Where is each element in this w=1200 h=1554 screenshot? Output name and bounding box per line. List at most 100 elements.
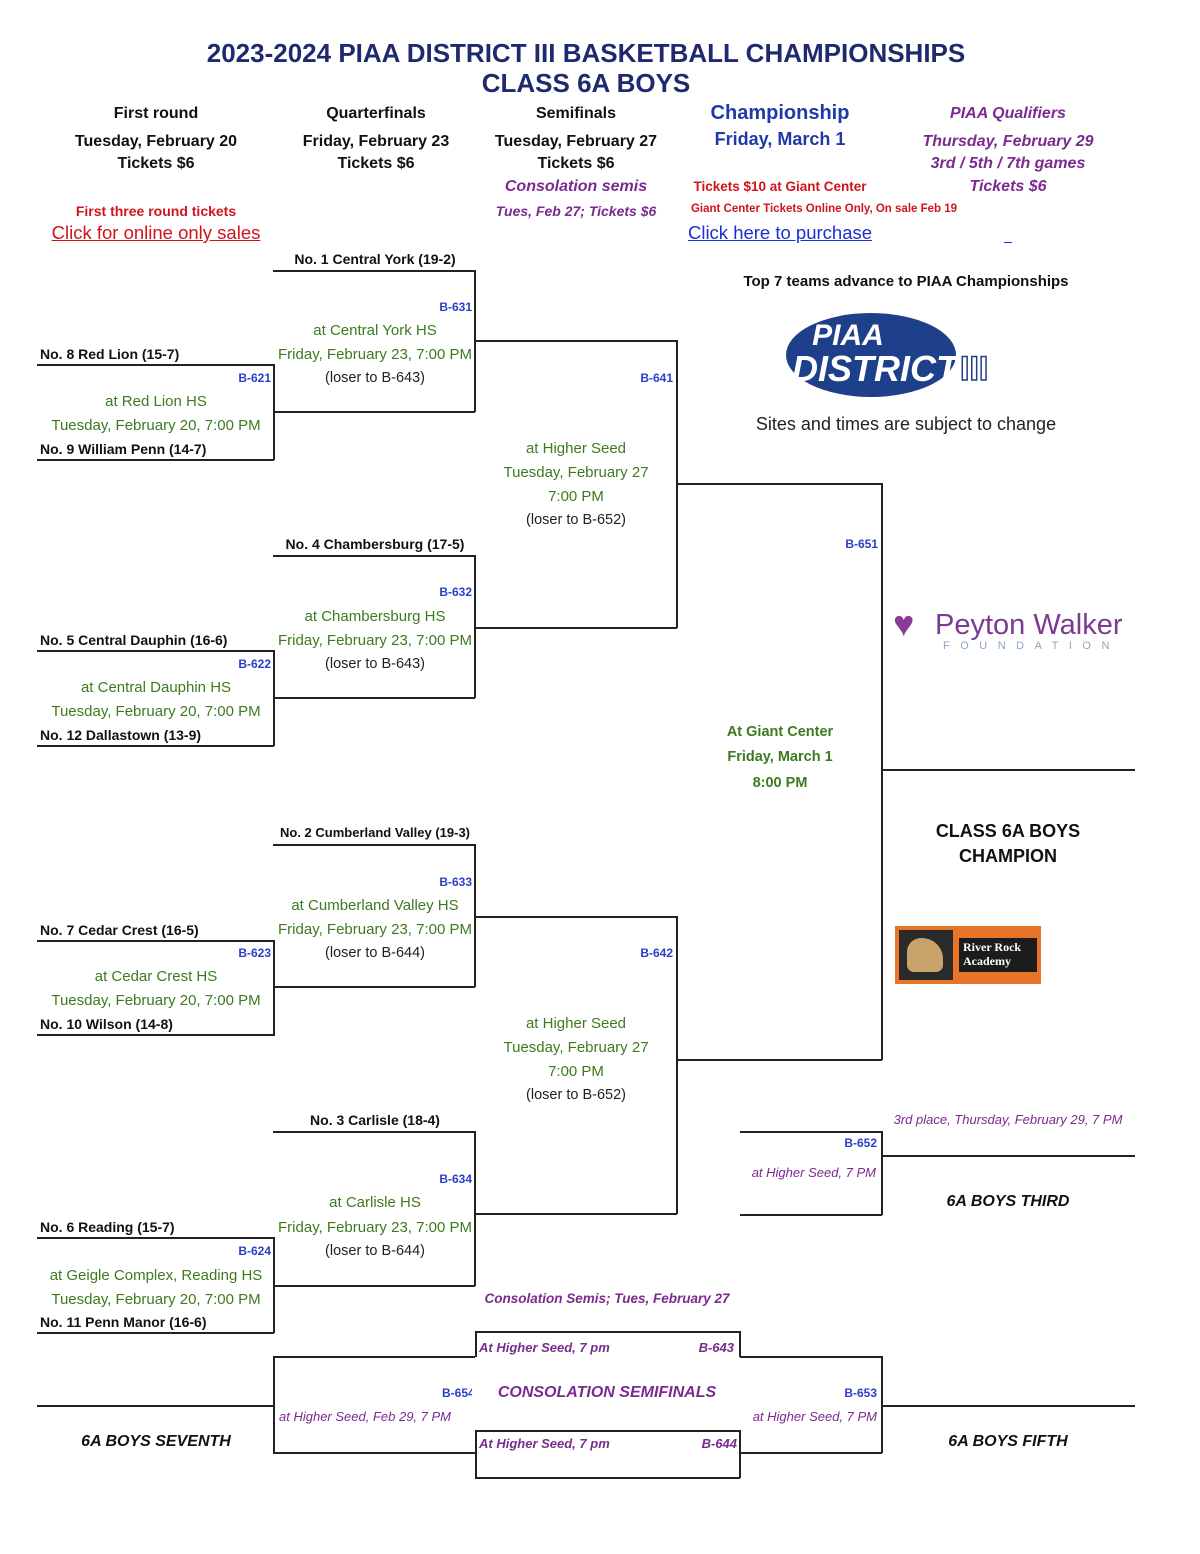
bracket-line bbox=[273, 1356, 475, 1358]
bracket-line bbox=[273, 1356, 275, 1453]
quarterfinal-3-loser: (loser to B-644) bbox=[325, 945, 425, 961]
first-round-2-code: B-622 bbox=[238, 657, 271, 671]
piaa-qualifiers-date: Thursday, February 29 bbox=[922, 133, 1094, 150]
semifinals-date: Tuesday, February 27 bbox=[494, 133, 658, 150]
championship-date: Friday, March 1 bbox=[714, 129, 846, 149]
first-round-2-bottom-team: No. 12 Dallastown (13-9) bbox=[40, 727, 202, 743]
consolation-643-code: B-643 bbox=[698, 1340, 734, 1355]
semifinal-1-date: Tuesday, February 27 bbox=[503, 464, 649, 481]
quarterfinal-2-code: B-632 bbox=[439, 585, 472, 599]
consolation-semis-detail: Tues, Feb 27; Tickets $6 bbox=[495, 203, 657, 219]
first-round-1-bottom-team: No. 9 William Penn (14-7) bbox=[40, 441, 207, 457]
champion-line bbox=[881, 769, 1135, 771]
bracket-line bbox=[474, 627, 677, 629]
first-round-3-top-team: No. 7 Cedar Crest (16-5) bbox=[40, 922, 199, 938]
piaa-district-logo: PIAA DISTRICT bbox=[786, 313, 958, 397]
semifinal-1-code: B-641 bbox=[640, 371, 673, 385]
semifinal-2-time: 7:00 PM bbox=[548, 1063, 604, 1080]
semifinals-header: Semifinals bbox=[535, 105, 617, 122]
first-round-4-time: Tuesday, February 20, 7:00 PM bbox=[51, 1291, 261, 1308]
bracket-line bbox=[740, 1356, 882, 1358]
bracket-line bbox=[881, 483, 883, 1060]
bracket-line bbox=[881, 1356, 883, 1453]
quarterfinal-2-time: Friday, February 23, 7:00 PM bbox=[278, 632, 472, 649]
first-round-4-bottom-team: No. 11 Penn Manor (16-6) bbox=[40, 1314, 207, 1330]
semifinal-1-loser: (loser to B-652) bbox=[526, 512, 626, 528]
fifth-place-label: 6A BOYS FIFTH bbox=[948, 1433, 1068, 1450]
bracket-line bbox=[474, 844, 476, 987]
subject-to-change: Sites and times are subject to change bbox=[755, 414, 1057, 434]
seventh-place-site: at Higher Seed, Feb 29, 7 PM bbox=[279, 1409, 451, 1424]
champion-label-2: CHAMPION bbox=[959, 846, 1057, 866]
quarterfinal-1-loser: (loser to B-643) bbox=[325, 370, 425, 386]
quarterfinal-3-seed: No. 2 Cumberland Valley (19-3) bbox=[279, 825, 471, 840]
quarterfinal-2-loser: (loser to B-643) bbox=[325, 656, 425, 672]
champion-label-1: CLASS 6A BOYS bbox=[935, 821, 1081, 841]
first-round-1-code: B-621 bbox=[238, 371, 271, 385]
first-round-4-top-team: No. 6 Reading (15-7) bbox=[40, 1219, 175, 1235]
bracket-line bbox=[37, 1237, 274, 1239]
third-place-label: 6A BOYS THIRD bbox=[946, 1193, 1070, 1210]
giant-center-online: Giant Center Tickets Online Only, On sal… bbox=[690, 203, 958, 215]
quarterfinals-date: Friday, February 23 bbox=[302, 133, 450, 150]
bracket-line bbox=[37, 940, 274, 942]
bracket-line bbox=[474, 1131, 476, 1286]
bracket-line bbox=[474, 340, 677, 342]
logo-text-district: DISTRICT bbox=[792, 348, 958, 389]
river-rock-line1: River Rock bbox=[963, 940, 1022, 954]
quarterfinals-header: Quarterfinals bbox=[326, 105, 426, 122]
bracket-line bbox=[37, 650, 274, 652]
third-place-code: B-652 bbox=[844, 1136, 877, 1150]
quarterfinal-4-time: Friday, February 23, 7:00 PM bbox=[278, 1219, 472, 1236]
final-time: 8:00 PM bbox=[752, 775, 808, 791]
first-round-1-top-team: No. 8 Red Lion (15-7) bbox=[40, 346, 180, 362]
seventh-place-line bbox=[37, 1405, 274, 1407]
first-round-4-code: B-624 bbox=[238, 1244, 271, 1258]
bracket-line bbox=[37, 745, 274, 747]
river-rock-line2: Academy bbox=[963, 954, 1011, 968]
bracket-line bbox=[273, 411, 475, 413]
fifth-place-line bbox=[881, 1405, 1135, 1407]
quarterfinal-2-site: at Chambersburg HS bbox=[304, 608, 446, 625]
consolation-644-site: At Higher Seed, 7 pm bbox=[479, 1436, 610, 1451]
third-place-site: at Higher Seed, 7 PM bbox=[751, 1165, 876, 1180]
first-three-round-tickets: First three round tickets bbox=[75, 203, 237, 219]
quarterfinal-1-site: at Central York HS bbox=[313, 322, 437, 339]
first-round-tickets: Tickets $6 bbox=[117, 155, 195, 172]
piaa-qualifiers-games: 3rd / 5th / 7th games bbox=[930, 155, 1086, 172]
bracket-line bbox=[676, 483, 882, 485]
championship-header: Championship bbox=[710, 102, 850, 124]
fifth-place-site: at Higher Seed, 7 PM bbox=[752, 1409, 877, 1424]
bracket-line bbox=[273, 270, 475, 272]
bracket-line bbox=[475, 1430, 477, 1478]
third-place-header: 3rd place, Thursday, February 29, 7 PM bbox=[893, 1112, 1123, 1127]
bracket-line bbox=[273, 940, 275, 1036]
bracket-line bbox=[881, 1131, 883, 1215]
purchase-link[interactable]: Click here to purchase bbox=[687, 222, 873, 243]
quarterfinal-4-loser: (loser to B-644) bbox=[325, 1243, 425, 1259]
peyton-walker-logo-sub: FOUNDATION bbox=[943, 640, 1120, 652]
rock-icon bbox=[899, 930, 953, 980]
semifinals-tickets: Tickets $6 bbox=[537, 155, 615, 172]
bracket-line bbox=[475, 1331, 740, 1333]
quarterfinal-3-code: B-633 bbox=[439, 875, 472, 889]
first-round-1-site: at Red Lion HS bbox=[105, 393, 207, 410]
semifinal-2-code: B-642 bbox=[640, 946, 673, 960]
semifinal-1-site: at Higher Seed bbox=[525, 440, 627, 457]
first-round-2-site: at Central Dauphin HS bbox=[80, 679, 232, 696]
heart-icon: ♥ bbox=[893, 603, 915, 644]
final-code: B-651 bbox=[845, 537, 878, 551]
first-round-1-time: Tuesday, February 20, 7:00 PM bbox=[51, 417, 261, 434]
consolation-semifinals-label: CONSOLATION SEMIFINALS bbox=[497, 1384, 717, 1401]
quarterfinal-4-code: B-634 bbox=[439, 1172, 472, 1186]
final-date: Friday, March 1 bbox=[727, 749, 833, 765]
seventh-place-label: 6A BOYS SEVENTH bbox=[81, 1433, 231, 1450]
bracket-line bbox=[676, 916, 678, 1214]
online-sales-link[interactable]: Click for online only sales bbox=[51, 222, 261, 243]
first-round-date: Tuesday, February 20 bbox=[74, 133, 238, 150]
bracket-line bbox=[740, 1214, 882, 1216]
consolation-header: Consolation Semis; Tues, February 27 bbox=[484, 1291, 730, 1306]
quarterfinal-2-seed: No. 4 Chambersburg (17-5) bbox=[285, 536, 465, 552]
final-site: At Giant Center bbox=[726, 724, 834, 740]
